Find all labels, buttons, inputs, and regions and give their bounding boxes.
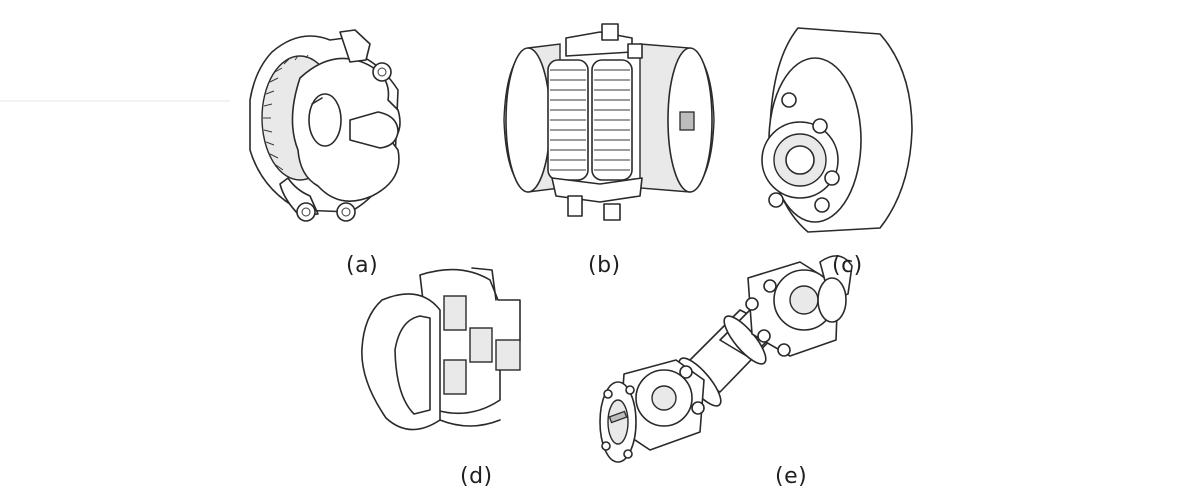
caption-e: (e) (775, 464, 808, 489)
coupling-d-illustration (361, 267, 521, 431)
coupling-e-illustration (599, 255, 853, 463)
caption-d: (d) (460, 464, 493, 489)
caption-b: (b) (588, 253, 621, 278)
caption-a: (a) (346, 253, 379, 278)
coupling-a-illustration (249, 29, 401, 222)
caption-c: (c) (832, 253, 863, 278)
coupling-c-illustration (761, 27, 913, 233)
coupling-b-illustration (503, 23, 715, 221)
